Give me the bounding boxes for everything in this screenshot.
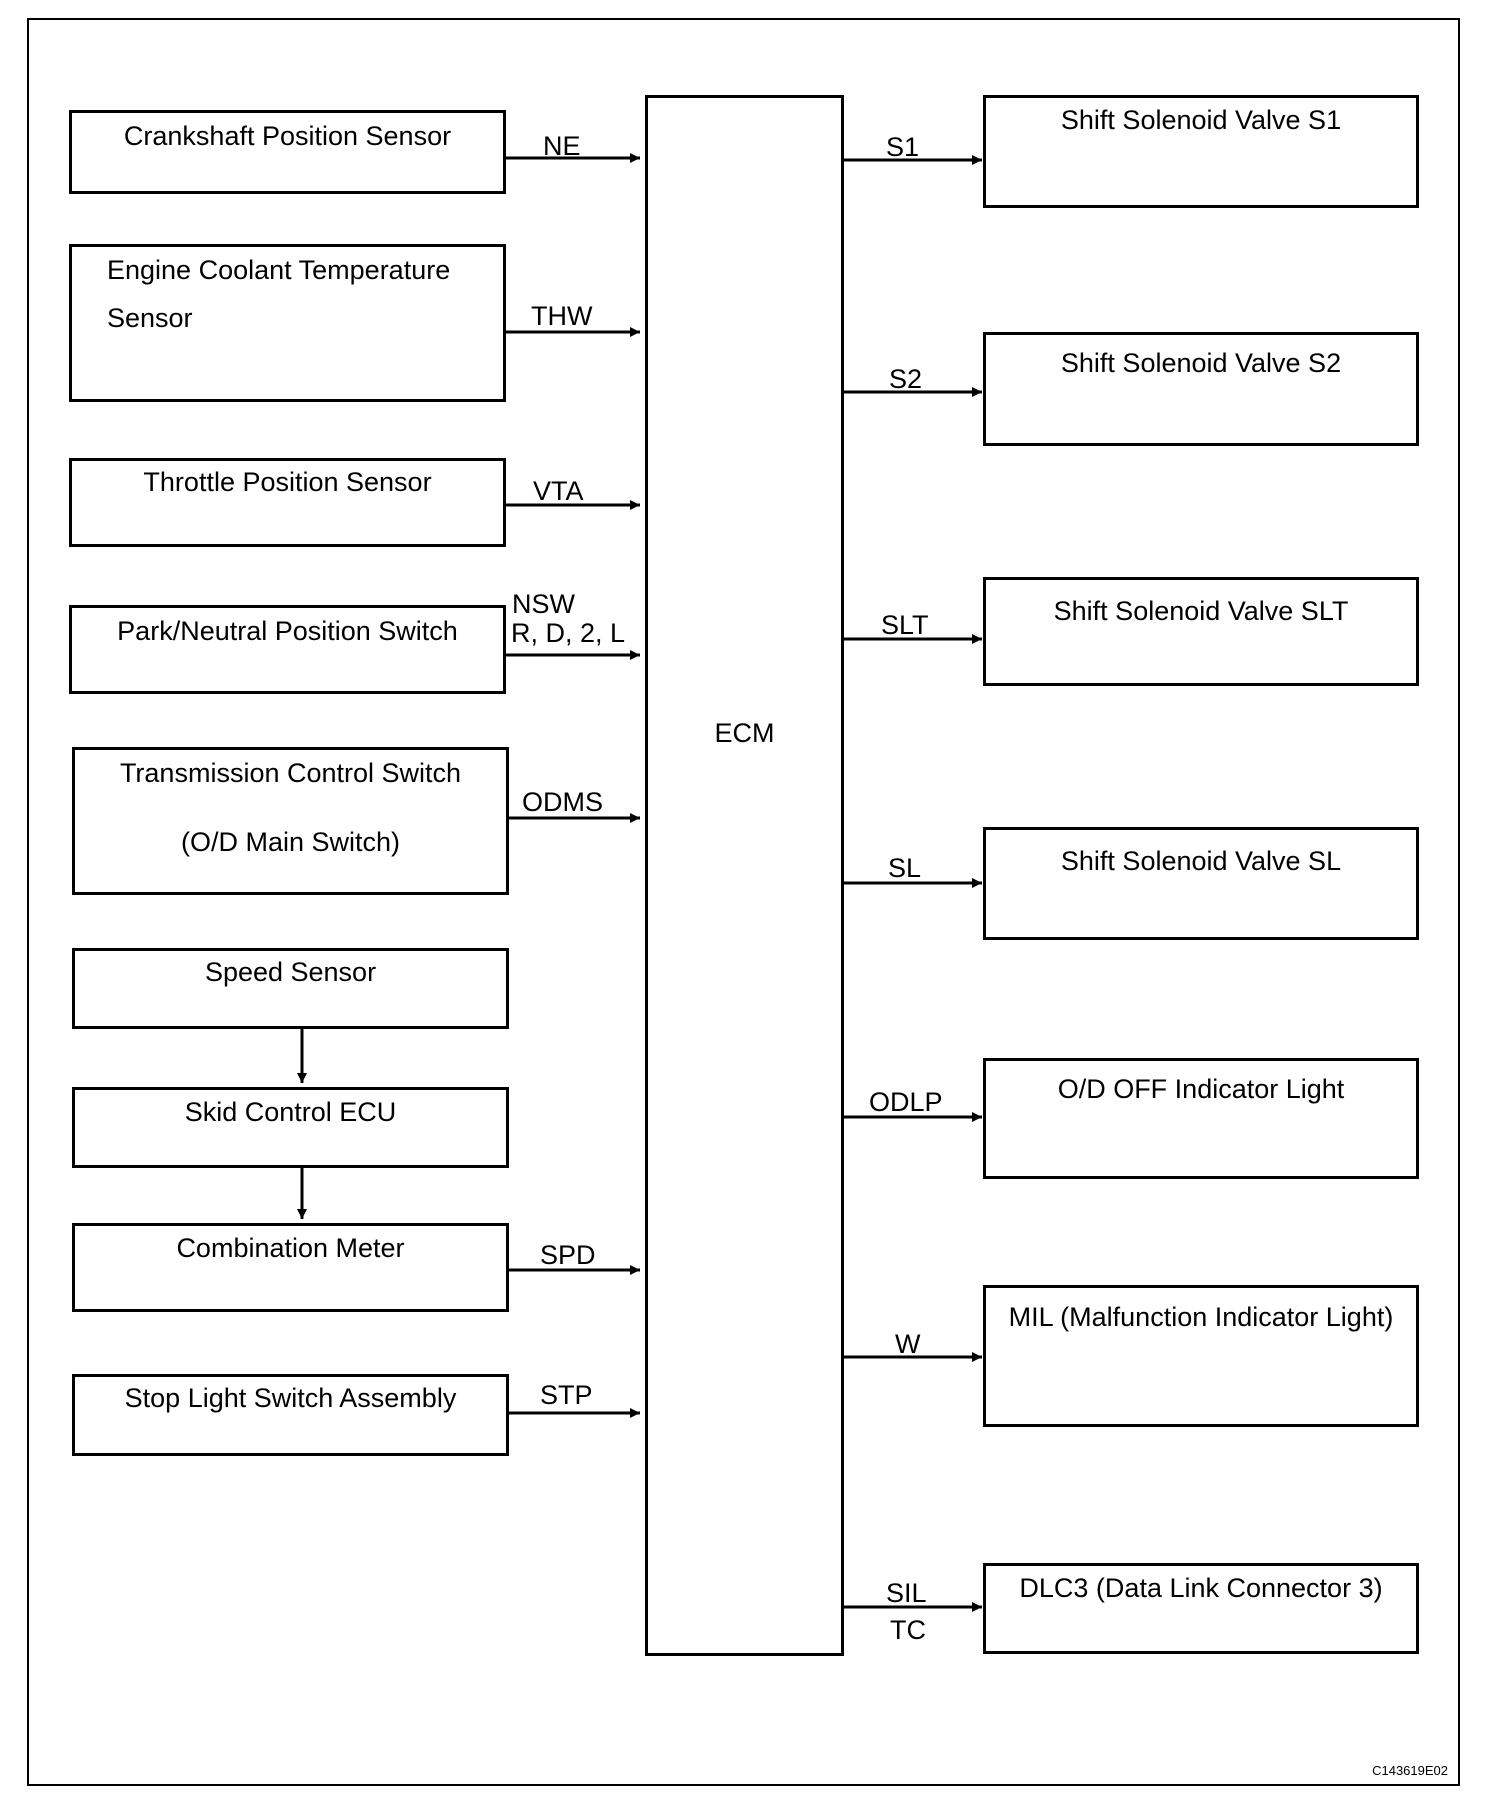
signal-label-s1: S1 bbox=[886, 132, 920, 162]
signal-label-s2: S2 bbox=[889, 364, 923, 394]
signal-label-sl: SL bbox=[888, 853, 922, 883]
stop-light-switch-assembly-label: Stop Light Switch Assembly bbox=[124, 1383, 457, 1413]
crankshaft-position-sensor-label: Crankshaft Position Sensor bbox=[123, 121, 452, 151]
combination-meter-box: Combination Meter bbox=[72, 1223, 509, 1312]
signal-label-stp: STP bbox=[540, 1380, 593, 1410]
shift-solenoid-valve-sl-label: Shift Solenoid Valve SL bbox=[1060, 846, 1342, 876]
speed-sensor-label: Speed Sensor bbox=[204, 957, 377, 987]
engine-coolant-temperature-label-line1: Engine Coolant Temperature bbox=[107, 255, 451, 285]
signal-label-w: W bbox=[895, 1329, 921, 1359]
shift-solenoid-valve-s1-label: Shift Solenoid Valve S1 bbox=[1060, 105, 1342, 135]
signal-label-odms: ODMS bbox=[522, 787, 603, 817]
od-off-indicator-light-label: O/D OFF Indicator Light bbox=[1057, 1074, 1345, 1104]
transmission-control-switch-label-line2: (O/D Main Switch) bbox=[180, 827, 401, 857]
signal-label-vta: VTA bbox=[533, 476, 584, 506]
signal-label-r-d-2-l: R, D, 2, L bbox=[511, 618, 626, 648]
throttle-position-sensor-box: Throttle Position Sensor bbox=[69, 458, 506, 547]
engine-coolant-temperature-sensor-box: Engine Coolant Temperature Sensor bbox=[69, 244, 506, 402]
engine-coolant-temperature-label-line2: Sensor bbox=[107, 303, 193, 333]
shift-solenoid-valve-slt-box: Shift Solenoid Valve SLT bbox=[983, 577, 1419, 686]
dlc3-data-link-connector-box: DLC3 (Data Link Connector 3) bbox=[983, 1563, 1419, 1654]
ecm-label: ECM bbox=[714, 718, 775, 748]
od-off-indicator-light-box: O/D OFF Indicator Light bbox=[983, 1058, 1419, 1179]
ecm-box: ECM bbox=[645, 95, 844, 1656]
shift-solenoid-valve-s1-box: Shift Solenoid Valve S1 bbox=[983, 95, 1419, 208]
signal-label-sil: SIL bbox=[886, 1578, 927, 1608]
shift-solenoid-valve-sl-box: Shift Solenoid Valve SL bbox=[983, 827, 1419, 940]
transmission-control-switch-box: Transmission Control Switch (O/D Main Sw… bbox=[72, 747, 509, 895]
crankshaft-position-sensor-box: Crankshaft Position Sensor bbox=[69, 110, 506, 194]
park-neutral-position-switch-label: Park/Neutral Position Switch bbox=[117, 616, 458, 646]
transmission-control-switch-label-line1: Transmission Control Switch bbox=[119, 758, 462, 788]
stop-light-switch-assembly-box: Stop Light Switch Assembly bbox=[72, 1374, 509, 1456]
signal-label-thw: THW bbox=[531, 301, 593, 331]
signal-label-odlp: ODLP bbox=[869, 1087, 943, 1117]
skid-control-ecu-box: Skid Control ECU bbox=[72, 1087, 509, 1168]
combination-meter-label: Combination Meter bbox=[176, 1233, 405, 1263]
mil-malfunction-indicator-light-label: MIL (Malfunction Indicator Light) bbox=[1008, 1302, 1394, 1332]
speed-sensor-box: Speed Sensor bbox=[72, 948, 509, 1029]
diagram-frame bbox=[27, 18, 1460, 1786]
park-neutral-position-switch-box: Park/Neutral Position Switch bbox=[69, 605, 506, 694]
dlc3-data-link-connector-label: DLC3 (Data Link Connector 3) bbox=[1019, 1573, 1383, 1603]
throttle-position-sensor-label: Throttle Position Sensor bbox=[143, 467, 432, 497]
mil-malfunction-indicator-light-box: MIL (Malfunction Indicator Light) bbox=[983, 1285, 1419, 1427]
signal-label-tc: TC bbox=[890, 1615, 926, 1645]
signal-label-spd: SPD bbox=[540, 1240, 596, 1270]
signal-label-nsw: NSW bbox=[512, 589, 575, 619]
shift-solenoid-valve-s2-label: Shift Solenoid Valve S2 bbox=[1060, 348, 1342, 378]
signal-label-slt: SLT bbox=[881, 610, 929, 640]
signal-label-ne: NE bbox=[543, 131, 581, 161]
shift-solenoid-valve-slt-label: Shift Solenoid Valve SLT bbox=[1053, 596, 1349, 626]
shift-solenoid-valve-s2-box: Shift Solenoid Valve S2 bbox=[983, 332, 1419, 446]
figure-code: C143619E02 bbox=[1372, 1763, 1448, 1778]
skid-control-ecu-label: Skid Control ECU bbox=[184, 1097, 397, 1127]
